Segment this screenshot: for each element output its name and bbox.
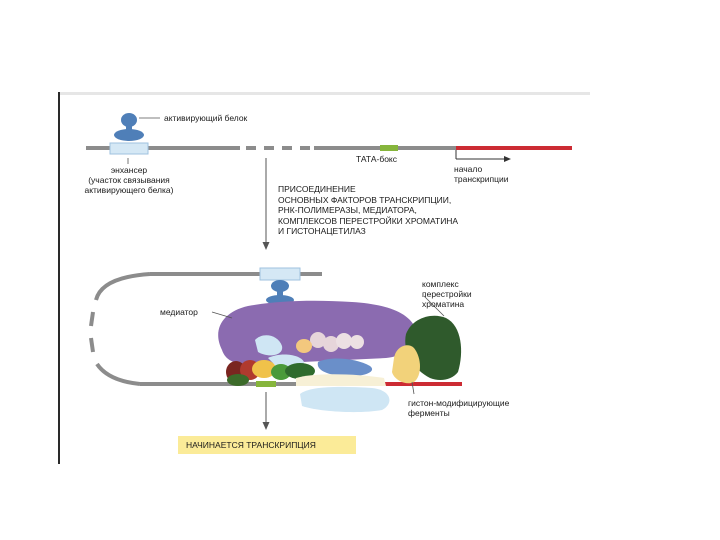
rna-polymerase-cluster xyxy=(226,354,390,413)
result-label: НАЧИНАЕТСЯ ТРАНСКРИПЦИЯ xyxy=(186,440,316,450)
step-arrow xyxy=(262,158,270,250)
histone-enzymes-label: гистон-модифицирующие ферменты xyxy=(408,398,510,418)
activator-protein-bottom-icon xyxy=(266,280,294,305)
figure-top-edge xyxy=(60,92,590,95)
mediator-leader xyxy=(211,311,233,319)
enhancer-site xyxy=(109,142,149,155)
activator-label: активирующий белок xyxy=(164,113,248,123)
step-description: ПРИСОЕДИНЕНИЕ ОСНОВНЫХ ФАКТОРОВ ТРАНСКРИ… xyxy=(278,184,459,236)
enhancer-site-bottom xyxy=(259,267,301,281)
transcription-factors xyxy=(255,332,364,356)
tata-box-bottom xyxy=(256,381,276,387)
histone-leader xyxy=(411,381,415,395)
top-dna-strand xyxy=(86,145,572,151)
result-box xyxy=(178,436,356,454)
enhancer-label: энхансер (участок связывания активирующе… xyxy=(84,165,174,195)
remodeling-complex-label: комплекс перестройки хроматина xyxy=(422,279,472,309)
histone-modifying-enzyme xyxy=(392,345,420,384)
tata-box-marker xyxy=(380,145,398,151)
activator-protein-icon xyxy=(114,113,144,141)
mediator-label: медиатор xyxy=(160,307,198,317)
remodeling-leader xyxy=(423,295,445,317)
transcription-start-label: начало транскрипции xyxy=(454,164,509,184)
tata-box-label: ТАТА-бокс xyxy=(356,154,397,164)
transcription-start-arrow xyxy=(455,150,511,162)
figure-left-border xyxy=(58,92,60,464)
result-arrow xyxy=(262,392,270,430)
